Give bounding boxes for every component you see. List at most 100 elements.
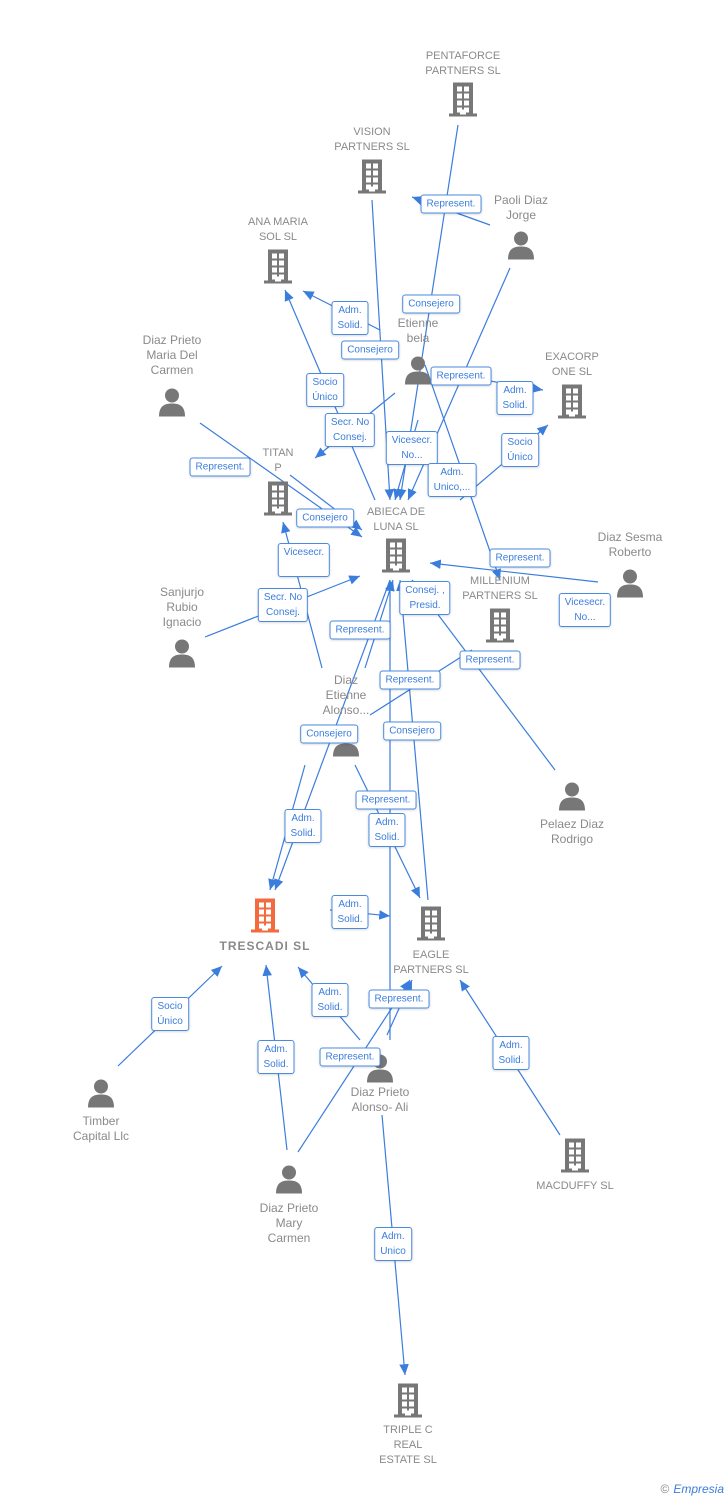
relationship-label[interactable]: Adm. Solid. <box>331 895 369 929</box>
relationship-label[interactable]: Represent. <box>459 650 521 670</box>
relationship-label-text: Adm. <box>375 817 399 828</box>
relationship-label[interactable]: Adm.Solid. <box>257 1040 295 1074</box>
person-icon[interactable] <box>86 1078 116 1113</box>
person-icon[interactable] <box>167 638 197 673</box>
relationship-label[interactable]: Adm.Unico,... <box>427 463 477 497</box>
relationship-label-text: Vicesecr. <box>391 435 433 446</box>
relationship-label-text: Adm. <box>381 1231 405 1242</box>
person-icon[interactable] <box>557 781 587 816</box>
relationship-label[interactable]: Adm.Solid. <box>496 381 534 415</box>
relationship-label-text: Socio <box>157 1001 183 1012</box>
building-icon[interactable] <box>250 897 280 938</box>
node-name-line: Jorge <box>505 208 537 222</box>
node-name-line: EXACORP <box>545 351 599 363</box>
relationship-label-text: Vicesecr. <box>564 597 606 608</box>
building-icon[interactable] <box>393 1382 423 1423</box>
relationship-label[interactable]: Represent. <box>189 457 251 477</box>
relationship-label[interactable]: Secr. No Consej. <box>257 588 309 622</box>
relationship-label[interactable]: Adm.Solid. <box>492 1036 530 1070</box>
relationship-label-text: Adm. <box>338 899 362 910</box>
node-name-line: Diaz Sesma <box>597 530 663 544</box>
person-icon[interactable] <box>274 1164 304 1199</box>
node-name-line: Etienne <box>325 688 367 702</box>
relationship-label[interactable]: Adm.Solid. <box>311 983 349 1017</box>
relationship-label[interactable]: Adm.Solid. <box>368 813 406 847</box>
relationship-label-text: Solid. <box>337 914 363 925</box>
relationship-label-text: Secr. No <box>263 592 303 603</box>
building-icon[interactable] <box>263 248 293 289</box>
node-name-line: PARTNERS SL <box>393 964 469 976</box>
relationship-label[interactable]: Adm.Unico <box>374 1227 412 1261</box>
relationship-label[interactable]: Represent. <box>329 620 391 640</box>
node-name-line: Timber <box>82 1114 120 1128</box>
relationship-label[interactable]: Vicesecr. <box>277 543 331 577</box>
relationship-label-text: Adm. <box>291 813 315 824</box>
building-icon[interactable] <box>485 607 515 648</box>
relationship-label[interactable]: Consejero <box>383 721 441 741</box>
relationship-label[interactable]: Adm.Solid. <box>331 301 369 335</box>
relationship-label[interactable]: Represent. <box>420 194 482 214</box>
person-icon[interactable] <box>157 387 187 422</box>
relationship-label[interactable]: Vicesecr.No... <box>385 431 439 465</box>
relationship-label-text: Represent. <box>426 198 476 210</box>
relationship-label[interactable]: Represent. <box>379 670 441 690</box>
relationship-label[interactable]: Consej. ,Presid. <box>399 581 451 615</box>
relationship-label[interactable]: Represent. <box>319 1047 381 1067</box>
relationship-label[interactable]: Represent. <box>355 790 417 810</box>
building-icon[interactable] <box>448 81 478 122</box>
relationship-label[interactable]: Adm.Solid. <box>284 809 322 843</box>
building-icon[interactable] <box>263 480 293 521</box>
node-name-line: Rubio <box>166 600 198 614</box>
node-name-line: Carmen <box>267 1231 311 1245</box>
person-icon[interactable] <box>506 230 536 265</box>
relationship-label[interactable]: Represent. <box>489 548 551 568</box>
building-icon[interactable] <box>381 537 411 578</box>
relationship-label[interactable]: Consejero <box>296 508 354 528</box>
relationship-label[interactable]: Represent. <box>368 989 430 1009</box>
relationship-label-text: Consej. <box>266 607 300 618</box>
building-icon[interactable] <box>560 1137 590 1178</box>
company-node-label[interactable]: MACDUFFY SL <box>536 1179 613 1194</box>
relationship-label[interactable]: Represent. <box>430 366 492 386</box>
company-node-label[interactable]: TRESCADI SL <box>219 939 310 954</box>
relationship-label-text: Adm. <box>318 987 342 998</box>
building-icon[interactable] <box>357 158 387 199</box>
relationship-label-text: Adm. <box>264 1044 288 1055</box>
building-icon[interactable] <box>557 383 587 424</box>
relationship-label[interactable]: Consejero <box>341 340 399 360</box>
relationship-label-text: Adm. <box>440 467 464 478</box>
relationship-label-text: Consejero <box>306 728 352 740</box>
person-icon[interactable] <box>403 355 433 390</box>
relationship-label-text: Único <box>507 452 533 463</box>
building-icon[interactable] <box>416 905 446 946</box>
relationship-label[interactable]: Vicesecr.No... <box>558 593 612 627</box>
relationship-label[interactable]: Consejero <box>300 724 358 744</box>
node-name-line: TRESCADI SL <box>219 939 311 953</box>
person-icon[interactable] <box>615 568 645 603</box>
relationship-label[interactable]: Consejero <box>402 294 460 314</box>
